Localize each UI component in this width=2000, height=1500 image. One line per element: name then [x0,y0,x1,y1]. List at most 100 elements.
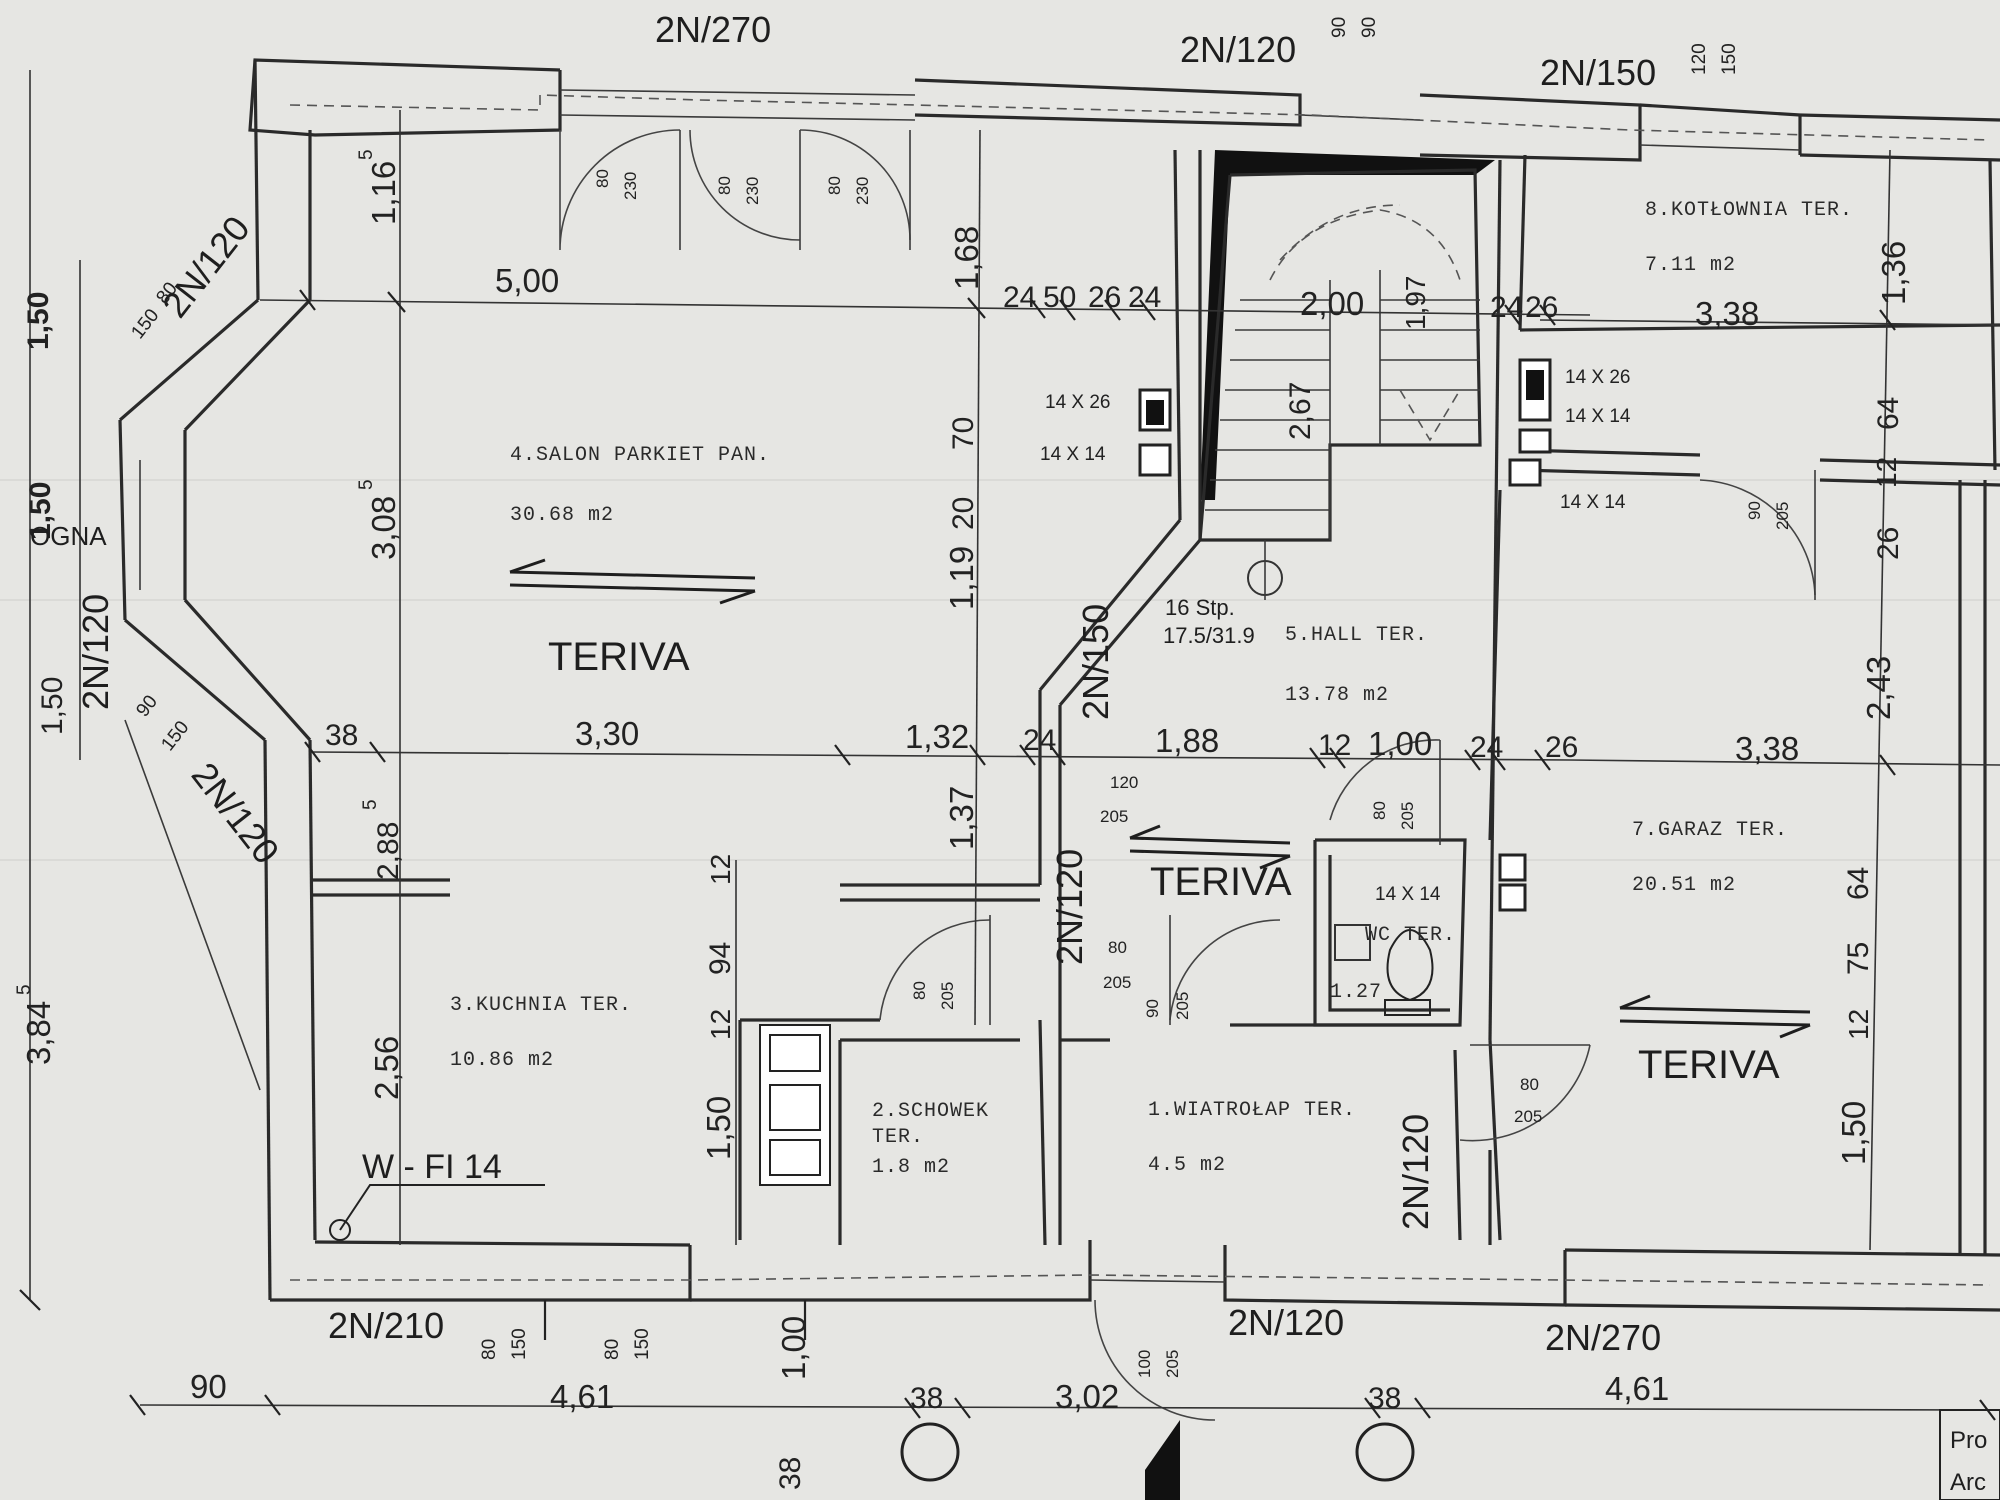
dim-64a: 64 [1872,397,1905,430]
dim-116-sup: 5 [356,149,377,160]
chimney-blocks [1138,358,1552,912]
dim-94: 94 [704,942,737,975]
dim-24c: 24 [1490,291,1523,324]
dim-100b: 1,00 [775,1316,812,1380]
chimney-b: 14 X 14 [1040,444,1106,465]
door-1-b: 230 [621,172,640,200]
room-schowek-area: 1.8 m2 [872,1156,950,1179]
dim-150e: 1,50 [36,677,69,735]
dim-20: 20 [947,497,980,530]
dim-188: 1,88 [1155,722,1219,759]
door-kotl-b: 205 [1773,502,1792,530]
fi-marker [329,1219,351,1241]
opening-kitchen-side: 2N/120 [1049,849,1090,965]
door-wiat-a: 90 [1143,999,1162,1018]
room-schowek-ter: TER. [872,1126,924,1149]
dim-119: 1,19 [943,546,980,610]
opening-top-right: 2N/150 [1540,52,1656,93]
door-kuch-b: 205 [938,982,957,1010]
dim-12d: 12 [705,1009,736,1040]
toilet [1334,924,1434,1016]
dim-384: 3,84 [20,1001,57,1065]
dimension-lines [19,70,2000,1411]
dimension-ticks [129,289,1996,1421]
slab-direction-arrows [509,558,1811,1039]
room-wiatrolap-name: 1.WIATROŁAP TER. [1148,1099,1356,1122]
insulation-line-bottom [290,1274,1991,1286]
room-salon-name: 4.SALON PARKIET PAN. [510,444,770,467]
room-hall-name: 5.HALL TER. [1285,624,1428,647]
dim-132: 1,32 [905,718,969,755]
stairs-width: 2,00 [1300,285,1364,322]
dim-90: 90 [190,1368,227,1405]
insulation-line [289,94,1991,141]
dim-308-sup: 5 [356,479,377,490]
pro-label: Pro [1950,1427,1987,1454]
room-wc-name: WC TER. [1365,924,1456,947]
door-hall-b: 205 [1100,807,1128,826]
dim-338b: 3,38 [1735,730,1799,767]
door-schow-b: 205 [1103,973,1131,992]
dim-100: 1,00 [1368,725,1432,762]
fi-label: W - FI 14 [362,1148,502,1186]
door-wiat-b: 205 [1173,992,1192,1020]
stairs-height: 1,97 [1400,276,1431,331]
chimney-f: 14 X 14 [1375,884,1441,905]
opening-diag-lower: 2N/120 [184,755,288,872]
dim-38b: 38 [910,1382,943,1415]
dim-330: 3,30 [575,715,639,752]
door-kotl-a: 90 [1745,501,1764,520]
opening-diag-upper: 2N/120 [154,208,258,325]
dim-384-sup: 5 [14,984,35,995]
door-3-a: 80 [825,176,844,195]
chimney-d: 14 X 14 [1565,406,1631,427]
stairs-ratio: 17.5/31.9 [1163,623,1255,648]
dim-150c: 1,50 [22,292,55,350]
dim-64b: 64 [1842,867,1875,900]
door-3-b: 230 [853,177,872,205]
door-2-b: 230 [743,177,762,205]
inner-walls [310,149,2000,1255]
dim-302: 3,02 [1055,1378,1119,1415]
door-gar-b: 205 [1514,1107,1542,1126]
outer-walls [118,58,2000,1312]
dim-308: 3,08 [365,496,402,560]
door-hall-a: 120 [1110,773,1138,792]
door-gar-a: 80 [1520,1075,1539,1094]
dim-75: 75 [1842,942,1875,975]
dim-38a: 38 [325,719,358,752]
room-wiatrolap-area: 4.5 m2 [1148,1154,1226,1177]
dim-26b: 26 [1525,291,1558,324]
opening-hall-window: 2N/150 [1075,604,1116,720]
door-ent-b: 205 [1163,1350,1182,1378]
dim-12e: 12 [1843,1009,1874,1040]
opening-bottom-right: 2N/270 [1545,1317,1661,1358]
door-2-a: 80 [715,176,734,195]
stairs-steps: 16 Stp. [1165,595,1235,620]
dim-288-sup: 5 [360,799,381,810]
room-wc-area: 1.27 [1330,981,1382,1004]
dim-461b: 4,61 [1605,1370,1669,1407]
dim-38d: 38 [774,1457,807,1490]
opening-bottom-left-s1a: 80 [479,1339,500,1360]
opening-bottom-left-s1b: 150 [509,1328,530,1360]
dim-137: 1,37 [943,786,980,850]
opening-bottom-mid: 2N/120 [1228,1302,1344,1343]
dim-50: 50 [1043,281,1076,314]
opening-top-right-sup2: 150 [1719,43,1740,75]
dim-24d: 24 [1023,724,1056,757]
opening-top-mid-sup1: 90 [1329,17,1350,38]
dim-24b: 24 [1128,281,1161,314]
dim-150a: 1,50 [700,1096,737,1160]
door-kuch-a: 80 [910,981,929,1000]
dim-12b: 12 [1318,729,1351,762]
opening-top-right-sup1: 120 [1689,43,1710,75]
room-schowek-name: 2.SCHOWEK [872,1100,989,1123]
chimney-a: 14 X 26 [1045,392,1111,413]
dim-12a: 12 [1871,457,1902,488]
kitchen-stove [759,1024,831,1186]
room-hall-area: 13.78 m2 [1285,684,1389,707]
opening-left-mid: 2N/120 [75,594,116,710]
